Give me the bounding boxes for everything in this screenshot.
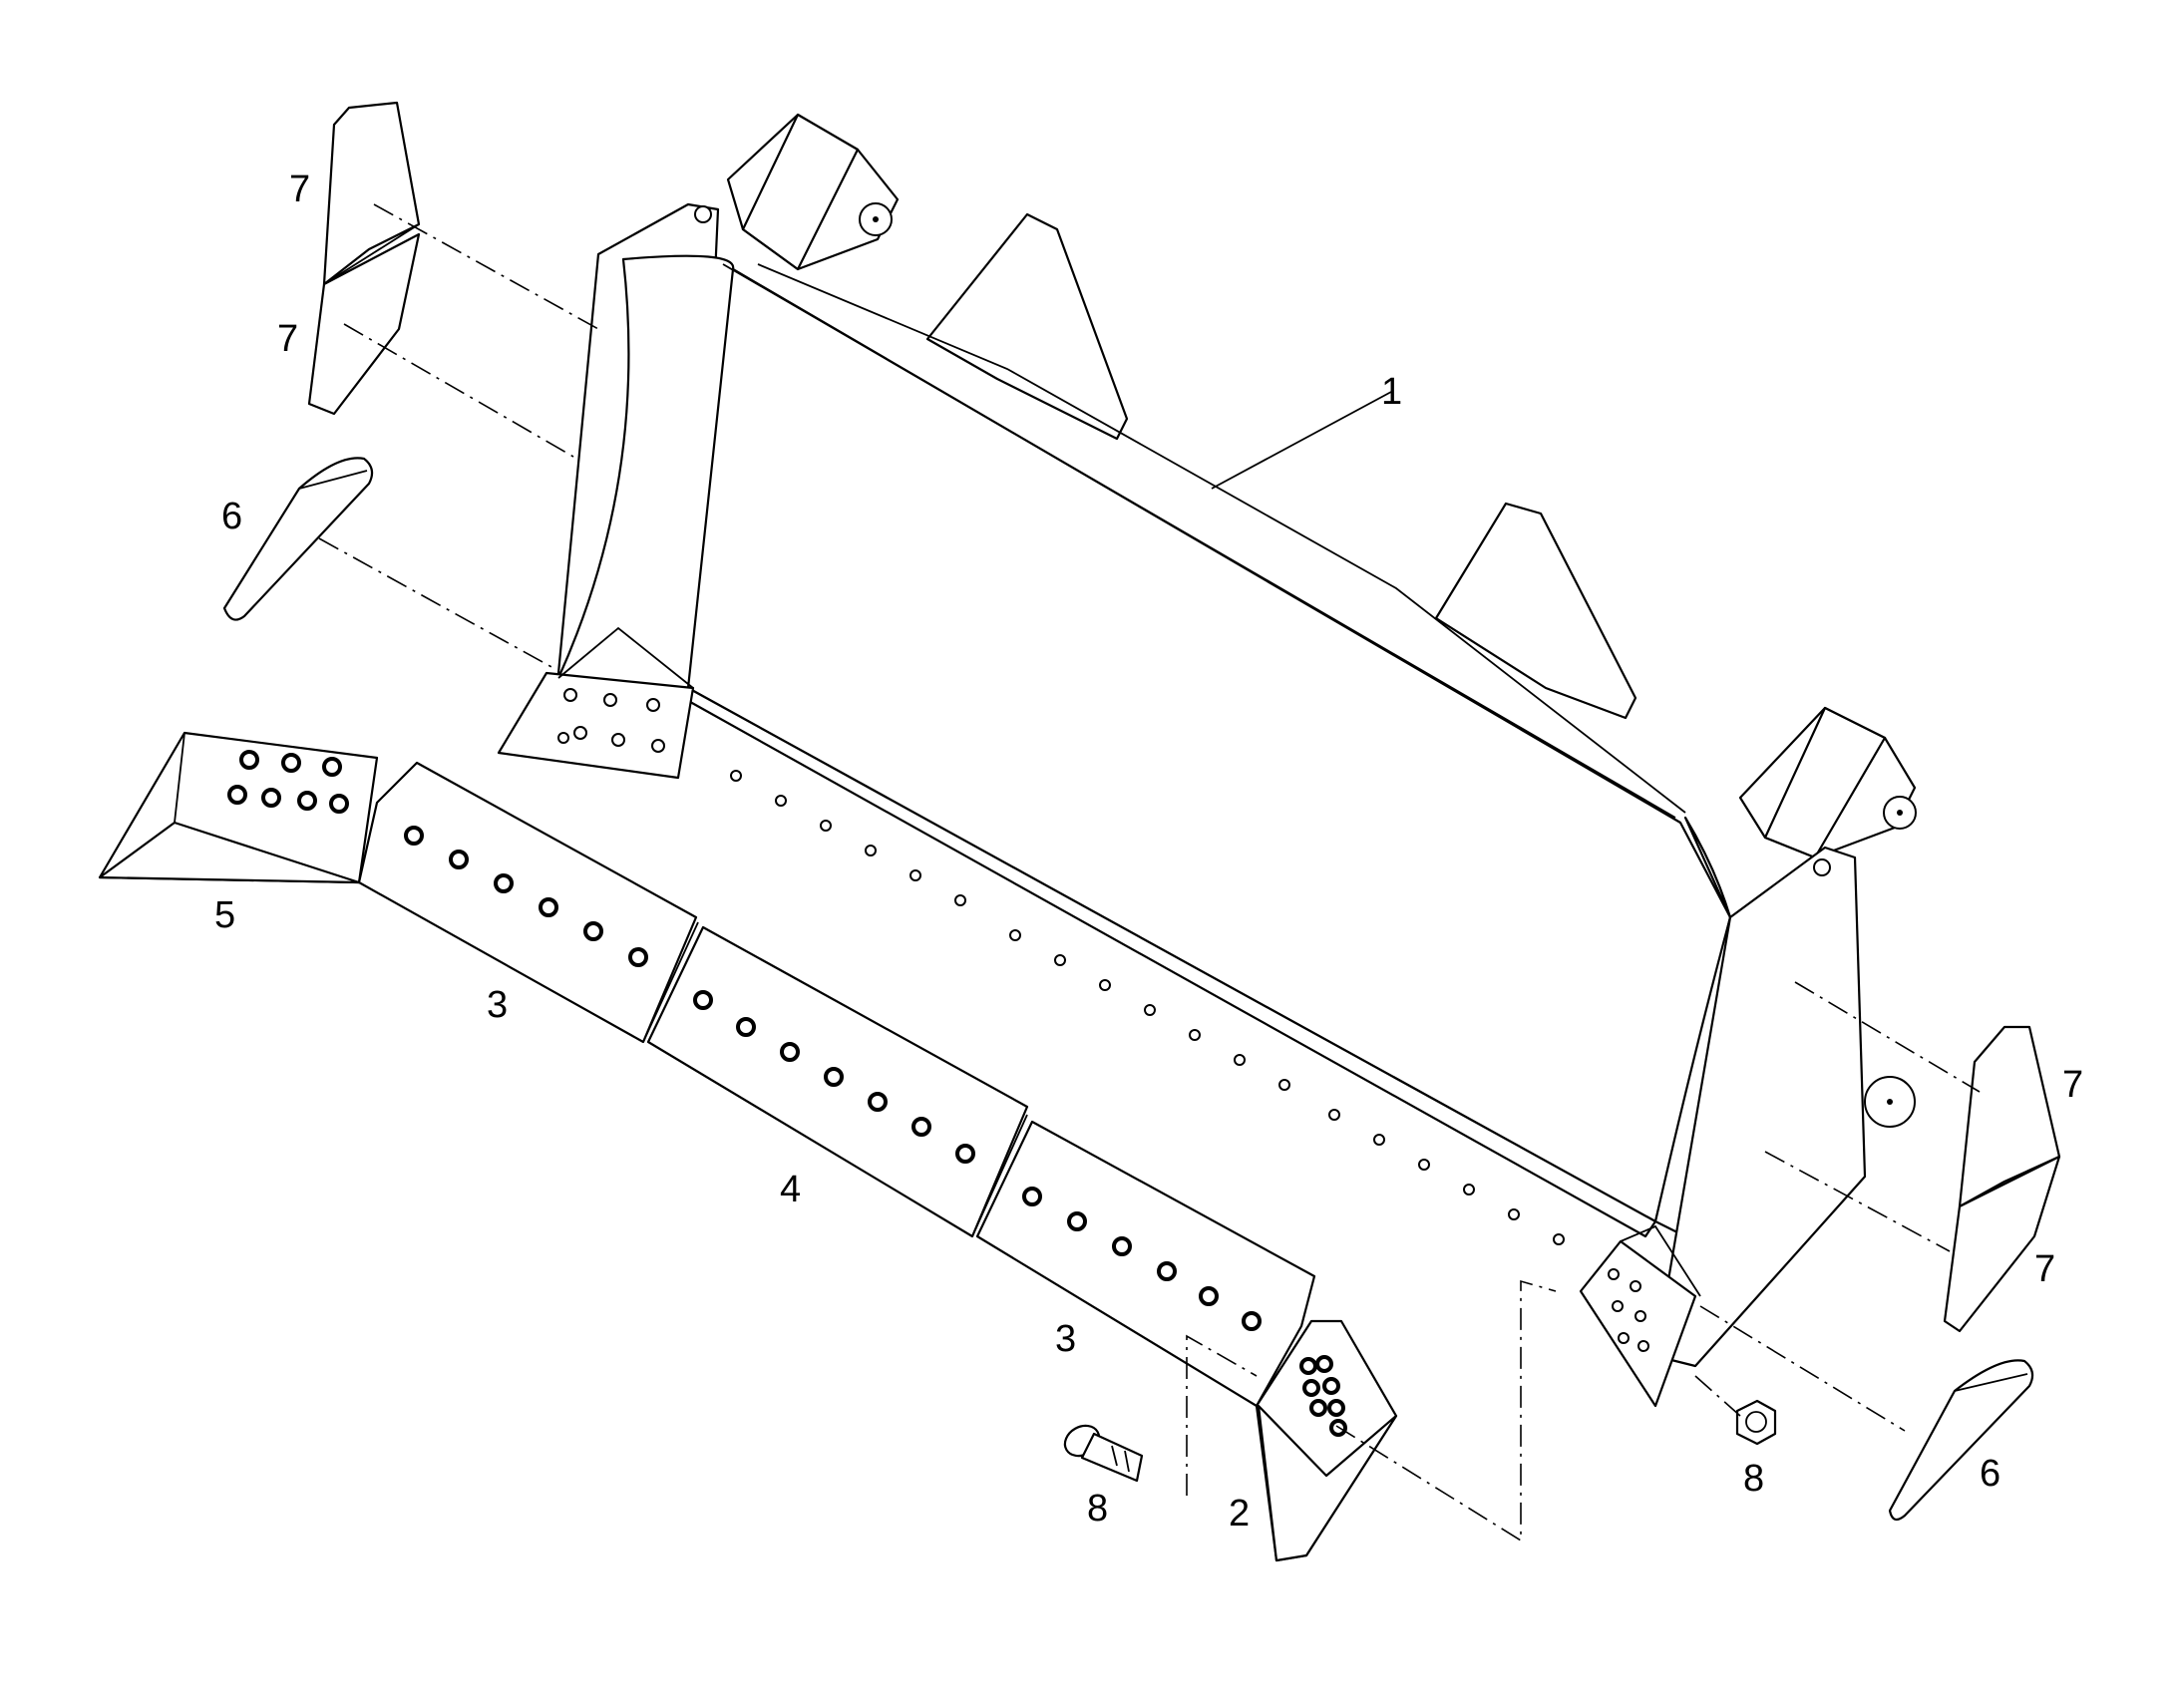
- left-plate-holes: [557, 688, 665, 753]
- callout-7-upper-left: 7: [289, 169, 310, 210]
- rear-gusset-right: [1434, 502, 1637, 720]
- part-6-wedge-left: [222, 457, 374, 621]
- assembly-leader-lines: [318, 203, 1981, 1542]
- callout-7-upper-right: 7: [2062, 1064, 2083, 1106]
- callout-4: 4: [780, 1169, 801, 1210]
- callout-6-left: 6: [221, 496, 242, 537]
- part-8-nut: [1735, 1399, 1777, 1446]
- part-3-left-cutting-edge: [357, 761, 698, 1044]
- callout-3-right: 3: [1055, 1318, 1076, 1360]
- rear-gusset-left: [925, 212, 1129, 441]
- callout-5: 5: [214, 894, 235, 936]
- part-5-left-end-bit: [98, 731, 379, 884]
- blade-moldboard: [497, 202, 1916, 1408]
- part-7-wear-plate-upper-left: [322, 101, 421, 286]
- part-7-wear-plate-lower-left: [307, 232, 421, 416]
- callout-6-right: 6: [1980, 1453, 2000, 1495]
- callout-3-left: 3: [487, 984, 508, 1026]
- callout-2: 2: [1229, 1493, 1250, 1535]
- part-6-wedge-right: [1888, 1359, 2034, 1522]
- callout-labels: 1 2 3 3 4 5 6 6 7 7 7 7 8 8: [214, 169, 2083, 1535]
- right-plate-holes: [1608, 1268, 1649, 1352]
- part-3-right-cutting-edge: [971, 1114, 1316, 1408]
- part-8-bolt: [1063, 1424, 1144, 1483]
- part-4-center-cutting-edge: [642, 921, 1029, 1238]
- callout-7-lower-left: 7: [277, 318, 298, 360]
- part-2-right-end-bit: [1255, 1319, 1398, 1562]
- rear-bracket-left: [726, 113, 900, 271]
- part-7-wear-plate-lower-right: [1943, 1155, 2061, 1333]
- callout-8-nut: 8: [1743, 1458, 1764, 1500]
- blade-edge-holes: [730, 770, 1565, 1245]
- callout-7-lower-right: 7: [2034, 1248, 2055, 1290]
- rear-bracket-right: [1738, 706, 1917, 859]
- callout-8-bolt: 8: [1087, 1488, 1108, 1530]
- callout-1: 1: [1381, 371, 1402, 413]
